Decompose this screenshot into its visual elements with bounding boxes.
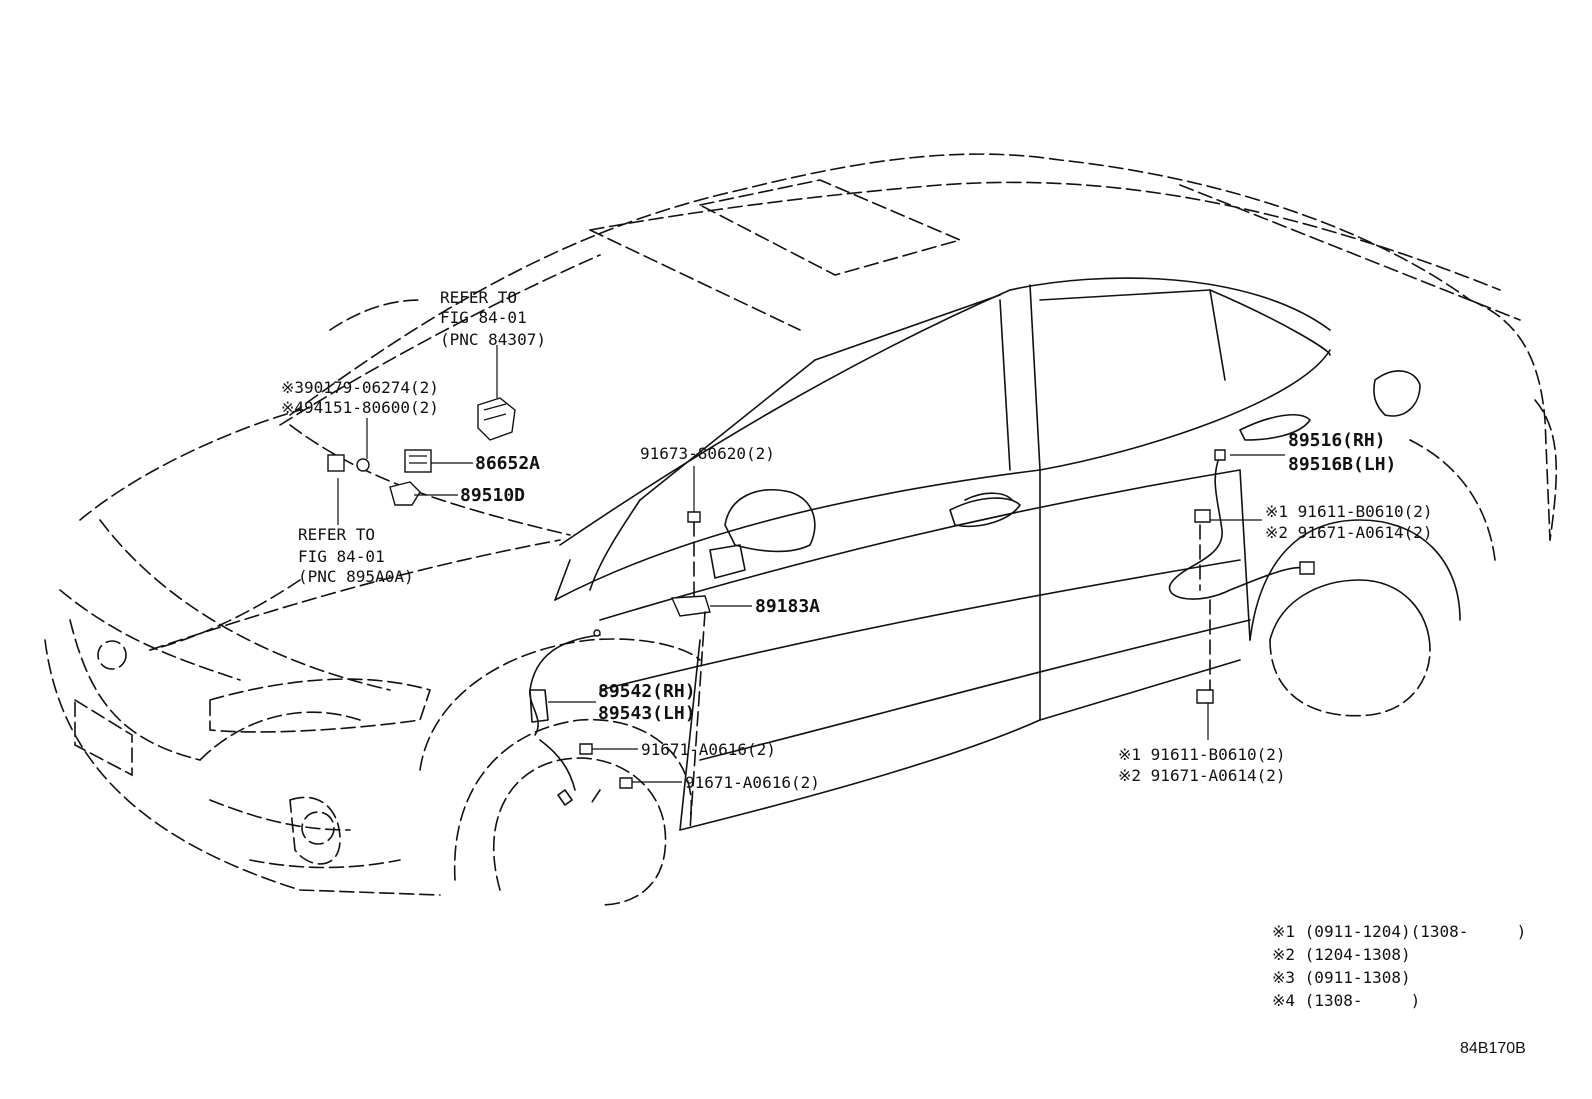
callout-94151: ※494151-80600(2)	[281, 398, 439, 417]
front-door-handle	[949, 497, 1021, 528]
part-89542-front-speed-sensor	[529, 629, 601, 806]
front-fascia	[44, 639, 441, 896]
sunroof-outline	[697, 179, 963, 276]
roof-outline	[289, 153, 1471, 416]
callout-89183A: 89183A	[755, 596, 821, 617]
part-89516-rear-speed-sensor	[1168, 449, 1315, 600]
part-91673-bolt	[687, 511, 701, 601]
hood-outline	[79, 409, 301, 521]
callout-91673: 91673-80620(2)	[640, 444, 775, 463]
callout-89516B: 89516B(LH)	[1288, 454, 1397, 475]
callout-91671-lower: 91671-A0616(2)	[685, 773, 820, 792]
callout-89542: 89542(RH)	[598, 681, 696, 702]
part-90179-nut	[356, 458, 370, 472]
callout-rear-lower-91611: ※1 91611-B0610(2)	[1118, 745, 1286, 764]
callout-91671-upper: 91671-A0616(2)	[641, 740, 776, 759]
refer-to-label-left-2: FIG 84-01	[298, 547, 385, 566]
part-84307-module	[477, 397, 516, 441]
part-91611-rear-bolts	[1194, 509, 1214, 704]
callout-rear-lower-91671: ※2 91671-A0614(2)	[1118, 766, 1286, 785]
part-86652A-relay	[404, 449, 432, 473]
note-3: ※3 (0911-1308)	[1272, 968, 1411, 987]
part-89183A-bracket	[670, 595, 711, 831]
callout-89516: 89516(RH)	[1288, 430, 1386, 451]
note-4: ※4 (1308- )	[1272, 991, 1421, 1010]
callout-rear-upper-91611: ※1 91611-B0610(2)	[1265, 502, 1433, 521]
callout-rear-upper-91671: ※2 91671-A0614(2)	[1265, 523, 1433, 542]
fuel-lid	[1373, 370, 1421, 417]
refer-to-label-top-3: (PNC 84307)	[440, 330, 546, 349]
part-89510D-sensor	[389, 481, 421, 506]
part-91671-front-bolts	[579, 743, 633, 806]
refer-to-label-left-1: REFER TO	[298, 525, 376, 544]
callout-89510D: 89510D	[460, 485, 526, 506]
rear-door-handle	[1239, 414, 1311, 441]
figure-code: 84B170B	[1460, 1040, 1526, 1057]
leader-lines	[337, 345, 1285, 783]
callout-89543: 89543(LH)	[598, 703, 696, 724]
side-mirror	[724, 489, 816, 553]
refer-to-label-top-2: FIG 84-01	[440, 308, 527, 327]
part-895A0A-sensor	[327, 454, 345, 472]
callout-86652A: 86652A	[475, 453, 541, 474]
refer-to-label-top-1: REFER TO	[440, 288, 518, 307]
note-1: ※1 (0911-1204)(1308- )	[1272, 922, 1527, 941]
front-wheel	[453, 718, 693, 881]
rear-wheel	[1269, 579, 1431, 651]
callout-90179: ※390179-06274(2)	[281, 378, 439, 397]
refer-to-label-left-3: (PNC 895A0A)	[298, 567, 414, 586]
note-2: ※2 (1204-1308)	[1272, 945, 1411, 964]
